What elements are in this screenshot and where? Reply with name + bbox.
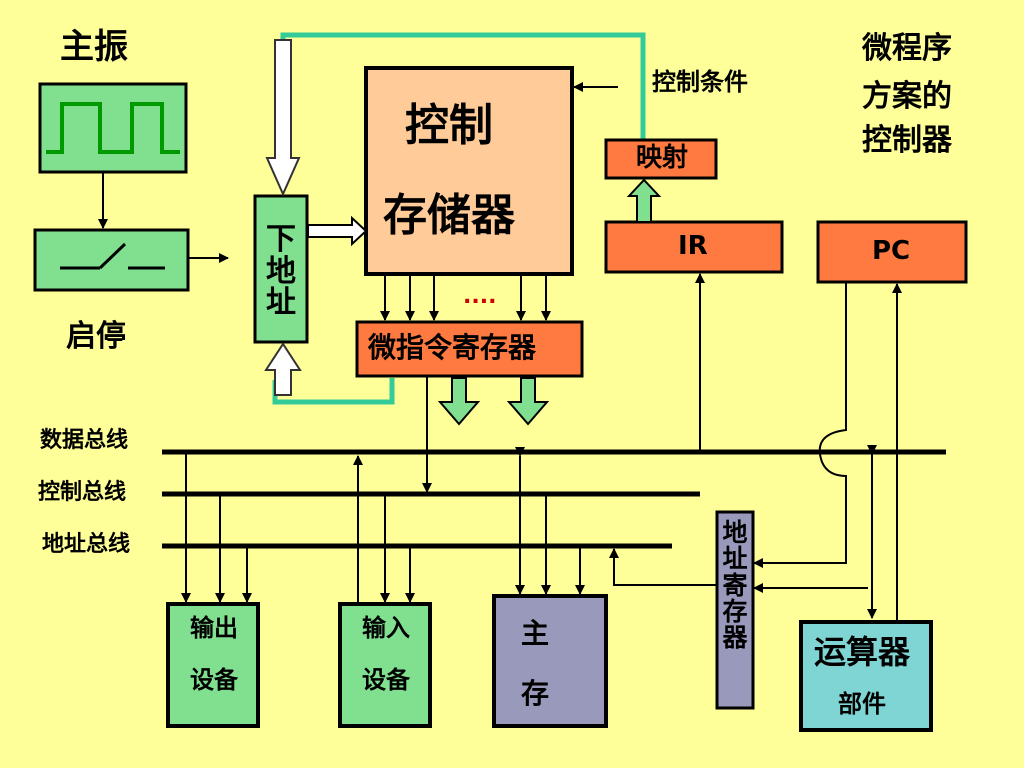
ir-to-mapping-arrow: [626, 178, 662, 223]
pc-label: PC: [872, 236, 911, 266]
alu-label-line1: 运算器: [814, 633, 911, 671]
mapping-box: [604, 138, 718, 180]
input-device-label-line1: 输入: [362, 614, 410, 642]
pc-to-address-register-line: [753, 282, 847, 568]
pc-box: [816, 220, 968, 284]
title-line-2: 方案的: [862, 79, 952, 114]
square-wave-icon: [46, 102, 180, 154]
input-device-label-line2: 设备: [362, 666, 410, 694]
microinstr-feedback-line: [272, 378, 395, 405]
hollow-arrow-down-next-address: [265, 39, 301, 197]
alu-box: [799, 620, 933, 732]
start-stop-box: [33, 228, 190, 292]
output-device-box: [166, 602, 260, 728]
control-store-label-line1: 控制: [405, 100, 493, 151]
start-stop-label: 启停: [66, 319, 126, 354]
control-store-box: [364, 66, 574, 276]
ir-label: IR: [678, 231, 708, 261]
control-signal-arrow-2: [506, 377, 550, 426]
output-device-label-line2: 设备: [190, 666, 238, 694]
next-address-label: 下 地 址: [266, 222, 296, 320]
control-conditions-label: 控制条件: [652, 68, 748, 96]
micro-instruction-register-label: 微指令寄存器: [368, 331, 537, 364]
main-memory-box: [492, 594, 608, 728]
control-signal-arrow-1: [437, 377, 481, 426]
next-address-box: [253, 194, 309, 344]
input-device-box: [338, 602, 432, 728]
hollow-arrow-to-control-store: [307, 215, 368, 247]
title-line-1: 微程序: [862, 31, 952, 66]
main-memory-label-line1: 主: [521, 617, 550, 650]
ir-box: [604, 220, 784, 274]
alu-label-line2: 部件: [838, 690, 886, 718]
title-line-3: 控制器: [862, 123, 952, 158]
data-bus-label: 数据总线: [40, 428, 129, 453]
hollow-arrow-up-next-address: [264, 342, 302, 396]
address-register-box: [715, 510, 755, 710]
micro-instruction-register-box: [355, 320, 584, 378]
ellipsis-label: ....: [463, 284, 497, 309]
switch-icon: [60, 242, 165, 270]
control-store-label-line2: 存储器: [383, 190, 515, 241]
address-register-label: 地 址 寄 存 器: [722, 518, 748, 652]
mapping-label: 映射: [636, 143, 689, 173]
control-bus-label: 控制总线: [38, 480, 127, 505]
oscillator-label: 主振: [60, 27, 128, 67]
output-device-label-line1: 输出: [190, 614, 238, 642]
main-memory-label-line2: 存: [521, 677, 550, 710]
mapping-feedback-line: [280, 32, 646, 140]
address-bus-label: 地址总线: [42, 532, 131, 557]
